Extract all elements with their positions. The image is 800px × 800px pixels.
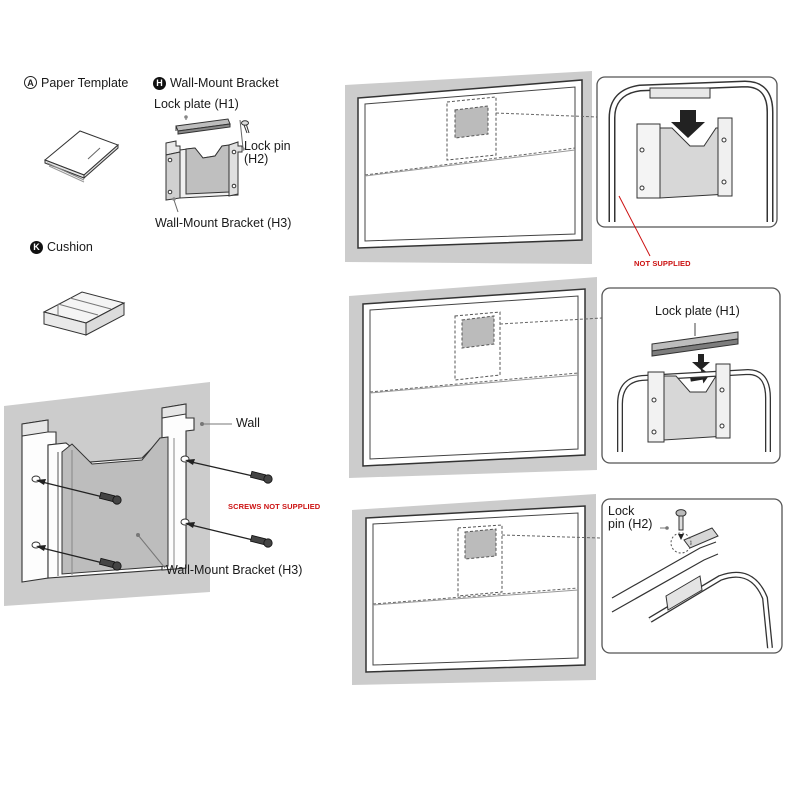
- paper-template-text: Paper Template: [41, 76, 129, 90]
- step3-detail-box: [601, 498, 783, 654]
- cushion-label: K Cushion: [30, 240, 93, 254]
- step3-lock-pin-line2: pin (H2): [608, 517, 653, 531]
- screws: [98, 470, 273, 571]
- wall-figure-bracket-label: Wall-Mount Bracket (H3): [166, 563, 303, 577]
- wall-label: Wall: [236, 416, 260, 430]
- step2-detail-box: [601, 287, 781, 464]
- lock-pin-insert-illustration: [675, 509, 687, 531]
- lock-pin-h2-line1: Lock pin: [244, 139, 291, 153]
- cushion-illustration: [42, 291, 126, 336]
- letter-badge-h: H: [153, 77, 166, 90]
- bracket-part-illustration: [165, 140, 243, 201]
- lock-plate-h1-label: Lock plate (H1): [154, 97, 239, 111]
- step3-tv-panel: [352, 494, 665, 685]
- not-supplied-note: NOT SUPPLIED: [634, 259, 691, 268]
- wall-figure: [4, 382, 273, 606]
- screws-not-supplied-note: SCREWS NOT SUPPLIED: [228, 502, 321, 511]
- step1-detail-box: [596, 76, 778, 257]
- wall-mount-bracket-text: Wall-Mount Bracket: [170, 76, 279, 90]
- paper-template-illustration: [44, 130, 119, 183]
- step3-lock-pin-label: Lock pin (H2): [608, 505, 652, 531]
- lock-plate-part-illustration: [175, 118, 231, 135]
- letter-badge-k: K: [30, 241, 43, 254]
- lock-pin-part-illustration: [241, 120, 250, 134]
- paper-template-label: A Paper Template: [24, 76, 128, 90]
- letter-badge-a: A: [24, 76, 37, 89]
- wall-mount-bracket-label: H Wall-Mount Bracket: [153, 76, 279, 90]
- step3-lock-pin-line1: Lock: [608, 504, 635, 518]
- lock-pin-h2-line2: (H2): [244, 152, 269, 166]
- cushion-text: Cushion: [47, 240, 93, 254]
- lock-pin-h2-label: Lock pin (H2): [244, 140, 291, 166]
- step2-tv-panel: [349, 277, 603, 478]
- step2-lock-plate-label: Lock plate (H1): [655, 304, 740, 318]
- wall-mount-bracket-h3-label: Wall-Mount Bracket (H3): [155, 216, 292, 230]
- step1-tv-panel: [345, 71, 598, 264]
